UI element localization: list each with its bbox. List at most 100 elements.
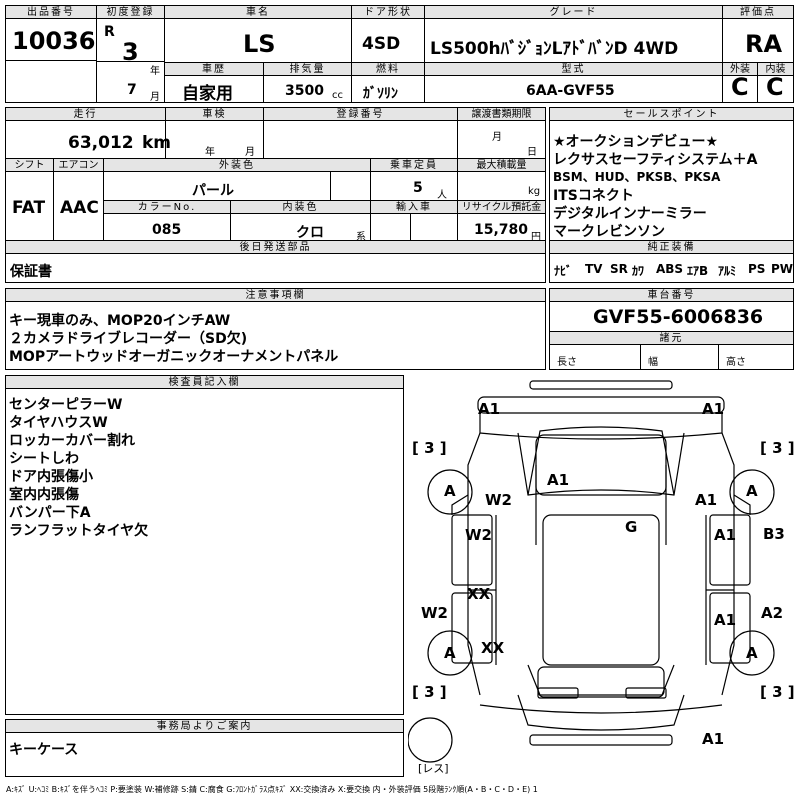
- inspection-year-unit: 年: [205, 147, 215, 158]
- door-shape: 4SD: [362, 34, 401, 54]
- capacity: 5: [413, 180, 423, 196]
- inspector-line: ドア内張傷小: [9, 469, 93, 485]
- inspection-label: 車検: [166, 108, 263, 121]
- interior-score: C: [766, 73, 784, 101]
- dim-length: 長さ: [557, 357, 577, 368]
- chassis-number: GVF55-6006836: [593, 306, 764, 328]
- damage-mark: A1: [702, 730, 725, 748]
- shift: FAT: [12, 198, 46, 218]
- damage-mark: W2: [421, 604, 448, 622]
- capacity-label: 乗車定員: [371, 159, 457, 172]
- exterior-color-label: 外装色: [104, 159, 370, 172]
- office-text: キーケース: [9, 742, 79, 758]
- header-row: [5, 5, 794, 103]
- recycle-label: リサイクル預託金: [458, 201, 545, 214]
- reg-month-unit: 月: [150, 92, 160, 103]
- sales-line: レクサスセーフティシステム＋A: [553, 152, 758, 168]
- mileage: 63,012: [68, 133, 134, 153]
- reg-year: 3: [122, 38, 139, 66]
- door-label: ドア形状: [352, 6, 424, 19]
- recycle-unit: 円: [531, 232, 541, 243]
- transfer-label: 譲渡書類期限: [458, 108, 545, 121]
- lot-number: 10036: [12, 27, 96, 55]
- inspector-line: タイヤハウスW: [9, 415, 108, 431]
- equipment-tv: TV: [585, 262, 603, 276]
- model-label: 型式: [425, 63, 722, 76]
- dim-width: 幅: [648, 357, 658, 368]
- notes-label: 注意事項欄: [6, 289, 545, 302]
- import-label: 輸入車: [371, 201, 457, 214]
- plate-label: 登録番号: [264, 108, 457, 121]
- color-no: 085: [152, 222, 182, 238]
- spare-tire-label: [レス]: [418, 762, 449, 775]
- car-name-label: 車名: [165, 6, 351, 19]
- inspector-line: シートしわ: [9, 451, 79, 467]
- ac: AAC: [60, 198, 99, 218]
- score-label: 評価点: [723, 6, 793, 19]
- exterior-label: 外装: [723, 63, 757, 76]
- tread-front-left: [ 3 ]: [412, 439, 447, 457]
- interior-color-unit: 系: [356, 232, 366, 243]
- inspector-line: センターピラーW: [9, 397, 123, 413]
- load-unit: kg: [528, 186, 541, 197]
- registration-label: 初度登録: [97, 6, 164, 19]
- equipment-leather: ｶﾜ: [632, 264, 645, 278]
- inspector-line: バンパー下A: [9, 505, 91, 521]
- equipment-sr: SR: [610, 262, 628, 276]
- ac-label: エアコン: [54, 159, 103, 172]
- damage-mark: A1: [714, 526, 737, 544]
- equipment-alloy: ｱﾙﾐ: [718, 264, 737, 278]
- damage-mark: A1: [714, 611, 737, 629]
- equipment-pw: PW: [771, 262, 794, 276]
- inspection-month-unit: 月: [245, 147, 255, 158]
- displacement-label: 排気量: [264, 63, 351, 76]
- damage-mark: W2: [485, 491, 512, 509]
- recycle-fee: 15,780: [474, 222, 529, 238]
- equipment-navi: ﾅﾋﾞ: [554, 264, 573, 278]
- damage-mark: A1: [547, 471, 570, 489]
- later-parts-label: 後日発送部品: [6, 241, 545, 254]
- legend: A:ｷｽﾞ U:ﾍｺﾐ B:ｷｽﾞを伴うﾍｺﾐ P:要塗装 W:補修跡 S:錆 …: [6, 785, 538, 794]
- damage-mark: A1: [478, 400, 501, 418]
- inspector-block: [5, 375, 404, 715]
- car-name: LS: [243, 30, 276, 58]
- interior-label: 内装: [758, 63, 793, 76]
- score: RA: [745, 30, 783, 58]
- transfer-day-unit: 日: [527, 147, 537, 158]
- mileage-label: 走行: [6, 108, 165, 121]
- fuel: ｶﾞｿﾘﾝ: [363, 86, 398, 102]
- notes-line: キー現車のみ、MOP20インチAW: [9, 313, 231, 329]
- inspector-label: 検査員記入欄: [6, 376, 403, 389]
- damage-mark: A: [444, 644, 456, 662]
- load-label: 最大積載量: [458, 159, 545, 172]
- equipment-ps: PS: [748, 262, 766, 276]
- inspector-line: 室内内張傷: [9, 487, 79, 503]
- damage-mark: W2: [465, 526, 492, 544]
- damage-mark: A: [444, 482, 456, 500]
- office-label: 事務局よりご案内: [6, 720, 403, 733]
- displacement-unit: cc: [332, 90, 343, 101]
- damage-mark: A1: [702, 400, 725, 418]
- exterior-score: C: [731, 73, 749, 101]
- interior-color: クロ: [296, 225, 324, 241]
- inspector-line: ロッカーカバー割れ: [9, 433, 135, 449]
- damage-mark: B3: [763, 525, 785, 543]
- inspector-line: ランフラットタイヤ欠: [9, 523, 149, 539]
- equipment-label: 純正装備: [550, 241, 793, 254]
- dim-height: 高さ: [726, 357, 746, 368]
- shift-label: シフト: [6, 159, 53, 172]
- damage-mark: A: [746, 644, 758, 662]
- equipment-abs: ABS: [656, 262, 684, 276]
- exterior-color: パール: [192, 183, 234, 199]
- fuel-label: 燃料: [352, 63, 424, 76]
- notes-line: ２カメラドライブレコーダー（SD欠): [9, 331, 248, 347]
- sales-line: ITSコネクト: [553, 188, 634, 204]
- damage-mark: XX: [467, 585, 491, 603]
- sales-points-label: セールスポイント: [550, 108, 793, 121]
- mileage-unit: km: [142, 133, 172, 153]
- dims-label: 諸元: [550, 332, 793, 345]
- damage-mark: XX: [481, 639, 505, 657]
- tread-rear-left: [ 3 ]: [412, 683, 447, 701]
- reg-year-unit: 年: [150, 66, 160, 77]
- tread-rear-right: [ 3 ]: [760, 683, 795, 701]
